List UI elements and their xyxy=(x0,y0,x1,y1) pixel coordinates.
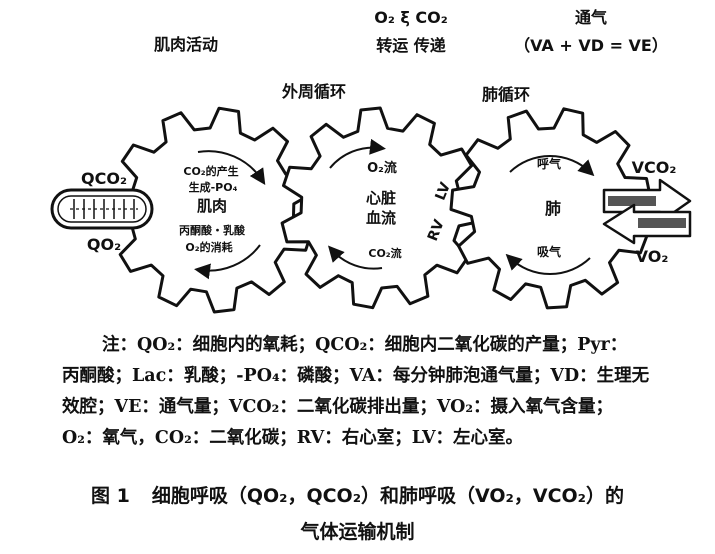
o2-consumption-text: O₂的消耗 xyxy=(185,240,232,254)
muscle-activity-label: 肌肉活动 xyxy=(154,35,218,54)
pulmonary-circulation-label: 肺循环 xyxy=(482,85,530,104)
right-ventricle-label: RV xyxy=(425,217,448,243)
left-ventricle-label: LV xyxy=(433,180,455,203)
lung-gear xyxy=(449,107,652,310)
blood-flow-title: 血流 xyxy=(366,209,396,227)
lung-bottom-arrow-icon xyxy=(505,253,591,275)
vo2-label: VO₂ xyxy=(636,247,669,266)
lung-title: 肺 xyxy=(545,199,561,218)
figure-notes: 注：QO₂：细胞内的氧耗；QCO₂：细胞内二氧化碳的产量；Pyr： 丙酮酸；La… xyxy=(62,330,672,454)
transport-label: 转运 传递 xyxy=(376,36,446,55)
heart-top-arrow-icon xyxy=(329,138,386,169)
co2-flow-text: CO₂流 xyxy=(368,246,401,260)
transport-gases-label: O₂ ξ CO₂ xyxy=(374,8,448,27)
caption-line: 细胞呼吸（QO₂，QCO₂）和肺呼吸（VO₂，VCO₂）的 xyxy=(151,485,624,507)
ventilation-formula: （VA + VD = VE） xyxy=(514,36,668,55)
o2-flow-text: O₂流 xyxy=(367,160,397,176)
vco2-label: VCO₂ xyxy=(632,158,677,177)
muscle-bottom-arrow-icon xyxy=(194,244,261,280)
pyruvate-lactate-text: 丙酮酸・乳酸 xyxy=(179,223,246,237)
note-line: 效腔；VE：通气量；VCO₂：二氧化碳排出量；VO₂：摄入氧气含量； xyxy=(62,397,614,417)
inhale-text: 吸气 xyxy=(537,244,561,259)
figure-caption: 图 1 细胞呼吸（QO₂，QCO₂）和肺呼吸（VO₂，VCO₂）的 气体运输机制 xyxy=(0,478,715,550)
note-line: 注：QO₂：细胞内的氧耗；QCO₂：细胞内二氧化碳的产量；Pyr： xyxy=(102,335,628,355)
heart-bottom-arrow-icon xyxy=(327,245,383,270)
note-line: 丙酮酸；Lac：乳酸；-PO₄：磷酸；VA：每分钟肺泡通气量；VD：生理无 xyxy=(62,366,650,386)
lung-top-arrow-icon xyxy=(509,155,595,177)
phosphate-text: 生成-PO₄ xyxy=(189,180,238,194)
peripheral-circulation-label: 外周循环 xyxy=(281,82,346,101)
co2-production-text: CO₂的产生 xyxy=(183,164,238,178)
heart-title: 心脏 xyxy=(366,189,396,207)
caption-line: 气体运输机制 xyxy=(300,521,415,543)
qo2-label: QO₂ xyxy=(87,235,121,254)
muscle-top-arrow-icon xyxy=(197,150,266,186)
ventilation-label: 通气 xyxy=(575,8,607,27)
qco2-label: QCO₂ xyxy=(81,169,127,188)
muscle-title: 肌肉 xyxy=(197,197,227,215)
figure-label: 图 1 xyxy=(90,485,130,507)
gas-exchange-arrows-icon xyxy=(602,178,692,245)
exhale-text: 呼气 xyxy=(537,156,561,171)
cell-capsule-icon xyxy=(50,188,154,230)
note-line: O₂：氧气，CO₂：二氧化碳；RV：右心室；LV：左心室。 xyxy=(62,428,524,448)
